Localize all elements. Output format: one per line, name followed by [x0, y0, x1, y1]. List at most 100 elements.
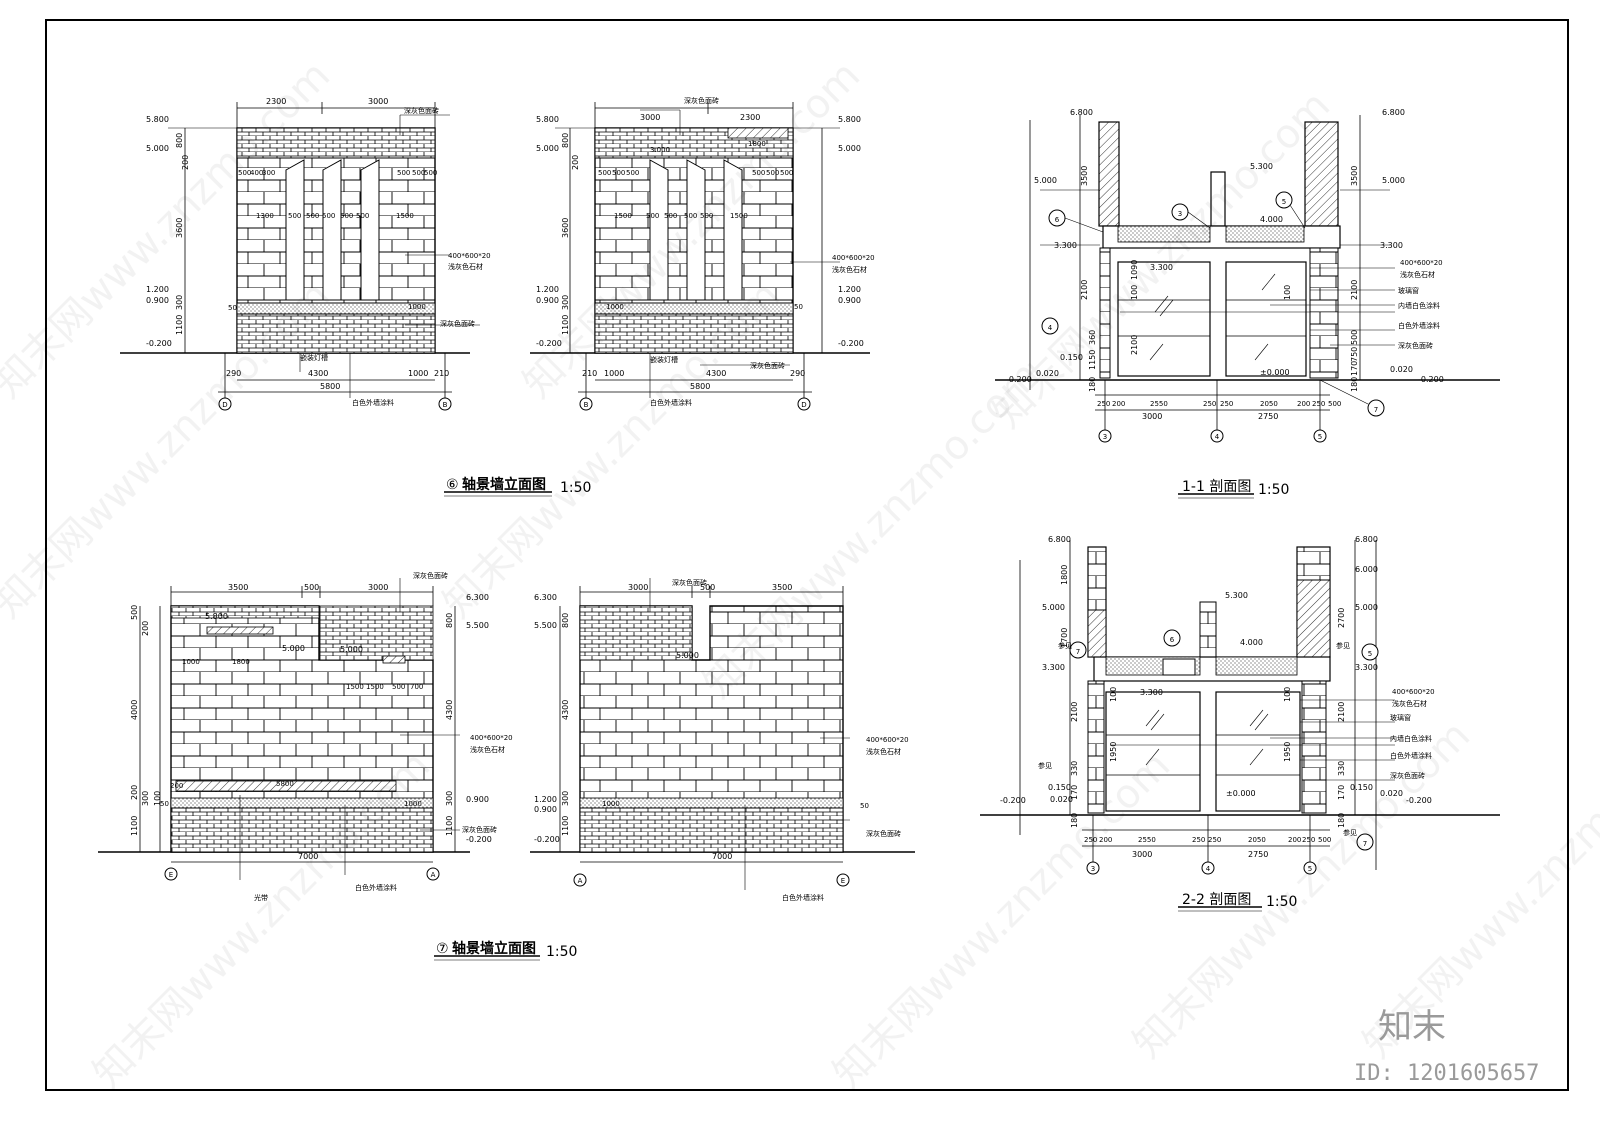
view-scale: 1:50 — [546, 944, 577, 960]
axis-label: 3 — [1103, 433, 1107, 441]
material-label: 白色外墙涂料 — [782, 893, 824, 902]
material-label: 400*600*20 — [1392, 688, 1435, 696]
view-scale: 1:50 — [1258, 482, 1289, 498]
material-label: 玻璃窗 — [1398, 286, 1419, 295]
dim-label: 0.900 — [838, 296, 861, 305]
dim-label: 7000 — [298, 852, 318, 861]
level-label: 5.000 — [340, 645, 363, 654]
level-label: 0.020 — [1390, 365, 1413, 374]
dim-label: 100 — [1283, 285, 1292, 300]
level-label: 5.800 — [205, 612, 228, 621]
dim-label: 4000 — [130, 700, 139, 720]
dim-label: 500 — [700, 583, 715, 592]
dim-label: 300 — [262, 169, 275, 177]
axis6-elevation-a — [120, 102, 480, 411]
dim-label: 1700 — [1060, 628, 1069, 648]
dim-label: 500 — [646, 212, 659, 220]
dim-label: 1800 — [232, 658, 250, 666]
dim-label: 750 — [1350, 347, 1359, 362]
axis-label: E — [841, 877, 845, 885]
dim-label: 500 — [412, 169, 425, 177]
dim-label: 700 — [410, 683, 423, 691]
level-label: 5.000 — [1042, 603, 1065, 612]
dim-label: 200 — [181, 155, 190, 170]
dim-label: 500 — [392, 683, 405, 691]
material-label: 白色外墙涂料 — [352, 398, 394, 407]
level-label: 3.300 — [1150, 263, 1173, 272]
material-label: 浅灰色石材 — [1400, 270, 1435, 279]
dim-label: 1090 — [1130, 260, 1139, 280]
dim-label: 500 — [612, 169, 625, 177]
level-label: 0.020 — [1036, 369, 1059, 378]
level-label: -0.200 — [536, 339, 562, 348]
dim-label: 500 — [664, 212, 677, 220]
watermark-logo: 知末 — [1378, 1007, 1446, 1047]
dim-label: 250 — [1084, 836, 1097, 844]
callout-number: 7 — [1076, 648, 1080, 656]
dim-label: 3500 — [1080, 166, 1089, 186]
level-label: 3.300 — [1054, 241, 1077, 250]
axis-label: A — [431, 871, 436, 879]
dim-label: 2100 — [1350, 280, 1359, 300]
material-label: 白色外墙涂料 — [650, 398, 692, 407]
dim-label: 3500 — [1350, 166, 1359, 186]
dim-label: 2700 — [1337, 608, 1346, 628]
dim-label: 800 — [561, 613, 570, 628]
level-label: 5.500 — [466, 621, 489, 630]
dim-label: 180 — [1337, 813, 1346, 828]
level-label: -0.200 — [1406, 796, 1432, 805]
view-title-symbol: ⑦ — [436, 941, 449, 957]
view-title: 轴景墙立面图 — [452, 940, 536, 957]
dim-label: 4300 — [561, 700, 570, 720]
callout-number: 7 — [1363, 840, 1367, 848]
material-label: 白色外墙涂料 — [1398, 321, 1440, 330]
dim-label: 1000 — [602, 800, 620, 808]
dim-label: 1950 — [1283, 742, 1292, 762]
material-label: 深灰色面砖 — [413, 571, 448, 580]
material-label: 玻璃窗 — [1390, 713, 1411, 722]
level-label: -0.200 — [146, 339, 172, 348]
dim-label: 300 — [175, 295, 184, 310]
material-label: 内墙白色涂料 — [1398, 301, 1440, 310]
material-label: 嵌装灯槽 — [650, 355, 678, 364]
level-label: 6.300 — [466, 593, 489, 602]
dim-label: 100 — [1109, 687, 1118, 702]
dim-label: 800 — [445, 613, 454, 628]
dim-label: 3000 — [1132, 850, 1152, 859]
level-label: 6.800 — [1355, 535, 1378, 544]
level-label: 3.300 — [1355, 663, 1378, 672]
dim-label: 1950 — [1109, 742, 1118, 762]
dim-label: 300 — [141, 791, 150, 806]
axis-label: D — [801, 401, 806, 409]
dim-label: 2050 — [1248, 836, 1266, 844]
level-label: 5.000 — [282, 644, 305, 653]
dim-label: 800 — [561, 133, 570, 148]
material-label: 白色外墙涂料 — [355, 883, 397, 892]
dim-label: 200 — [130, 785, 139, 800]
dim-label: 2750 — [1248, 850, 1268, 859]
material-label: 深灰色面砖 — [684, 96, 719, 105]
dim-label: 3600 — [175, 218, 184, 238]
axis7-elevation-a — [98, 578, 470, 881]
dim-label: 330 — [1337, 761, 1346, 776]
dim-label: 2100 — [1080, 280, 1089, 300]
dim-label: 500 — [322, 212, 335, 220]
level-label: 1.200 — [536, 285, 559, 294]
level-label: 5.800 — [536, 115, 559, 124]
callout-number: 5 — [1368, 650, 1372, 658]
dim-label: 500 — [424, 169, 437, 177]
dim-label: 3500 — [228, 583, 248, 592]
dim-label: 500 — [626, 169, 639, 177]
dim-label: 5800 — [276, 780, 294, 788]
level-label: -0.200 — [466, 835, 492, 844]
material-label: 浅灰色石材 — [832, 265, 867, 274]
material-label: 嵌装灯槽 — [300, 353, 328, 362]
dim-label: 5800 — [690, 382, 710, 391]
dim-label: 1000 — [182, 658, 200, 666]
dim-label: 1500 — [396, 212, 414, 220]
dim-label: 250 — [1203, 400, 1216, 408]
dim-label: 2550 — [1150, 400, 1168, 408]
level-label: 6.800 — [1048, 535, 1071, 544]
